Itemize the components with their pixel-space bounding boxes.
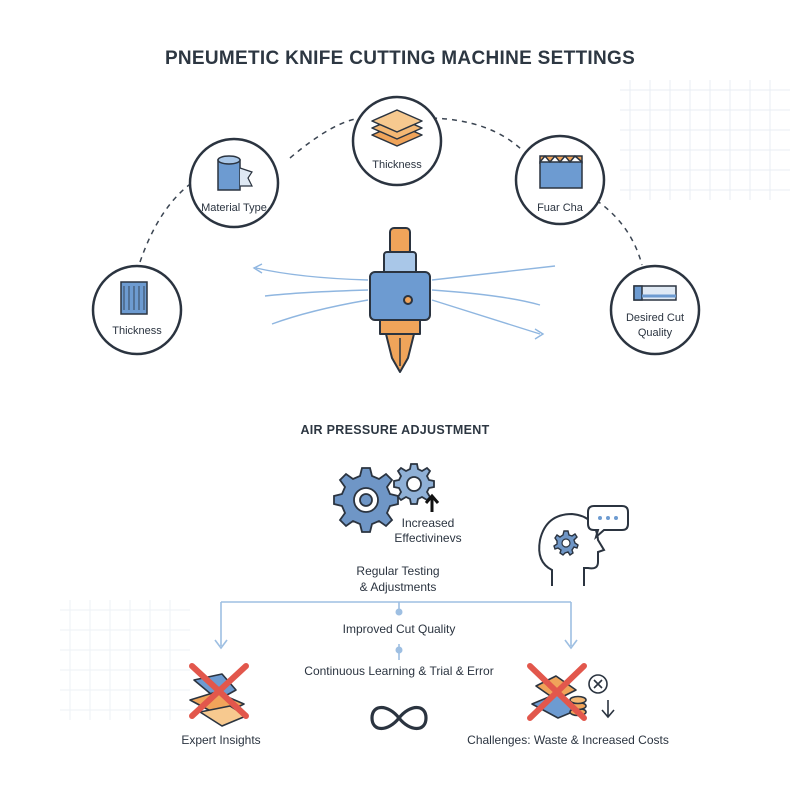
section-heading: AIR PRESSURE ADJUSTMENT (300, 423, 489, 437)
material-roll-icon (217, 155, 253, 191)
expert-insights-icon (189, 663, 249, 727)
node-desired-cut-quality: Desired Cut Quality (609, 264, 701, 356)
node-dot-1 (395, 608, 403, 616)
infinity-icon (370, 705, 428, 731)
branch-connector (214, 601, 578, 660)
cancel-circle-icon (588, 674, 608, 694)
gears-icon (333, 463, 440, 533)
node-dot-2 (395, 646, 403, 654)
node-thickness-top-label: Thickness (372, 159, 422, 171)
increased-label-2: Effectivinevs (394, 531, 461, 545)
arrow-down-icon (601, 700, 615, 719)
air-flow-lines (252, 263, 556, 340)
expert-insights-label: Expert Insights (181, 733, 260, 747)
quality-bar-icon (633, 285, 677, 301)
node-material-type: Material Type (188, 137, 280, 229)
increased-label-1: Increased (402, 516, 455, 530)
page-title: PNEUMETIC KNIFE CUTTING MACHINE SETTINGS (165, 48, 635, 69)
node-desired-cut-label-2: Quality (638, 327, 673, 339)
challenges-icon (527, 663, 587, 721)
node-thickness-left: Thickness (91, 264, 183, 356)
head-thinking-icon (538, 512, 606, 586)
node-fuar-cha: Fuar Cha (514, 134, 606, 226)
challenges-label: Challenges: Waste & Increased Costs (467, 733, 669, 747)
node-desired-cut-label-1: Desired Cut (626, 312, 684, 324)
arrow-up-icon (424, 493, 440, 512)
speech-bubble-icon (587, 505, 629, 540)
cut-sample-icon (539, 154, 583, 189)
continuous-learning-label: Continuous Learning & Trial & Error (304, 664, 493, 678)
film-icon (120, 281, 148, 315)
improved-cut-quality-label: Improved Cut Quality (343, 622, 456, 636)
pneumatic-knife-icon (369, 227, 431, 373)
node-fuar-cha-label: Fuar Cha (537, 202, 584, 214)
node-thickness-top: Thickness (351, 95, 443, 187)
layers-icon (371, 109, 423, 147)
node-thickness-left-label: Thickness (112, 325, 162, 337)
regular-testing-label-1: Regular Testing (356, 564, 439, 578)
background-grid-left (60, 600, 190, 720)
background-grid-right (620, 80, 790, 200)
regular-testing-label-2: & Adjustments (360, 580, 437, 594)
node-material-type-label: Material Type (201, 202, 267, 214)
